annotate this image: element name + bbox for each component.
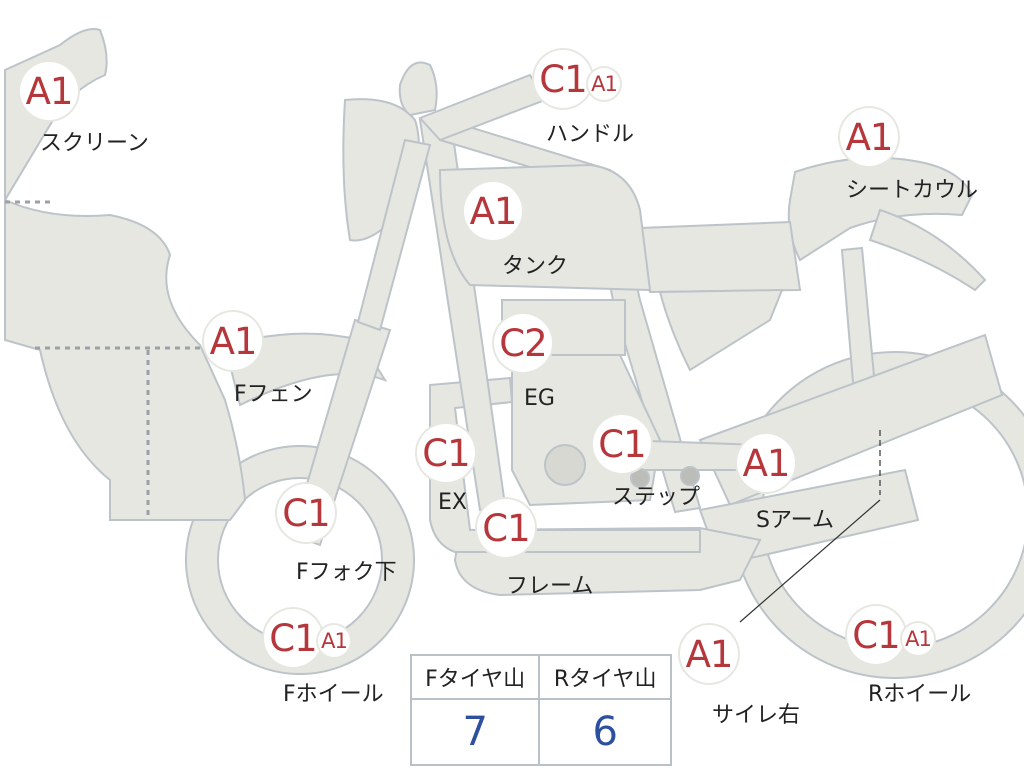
tail-fin [868, 208, 987, 292]
front-cowl-shape [4, 198, 247, 521]
part-label-screen: スクリーン [40, 131, 149, 156]
grade-badge-muffler: A1 [680, 625, 738, 683]
step-peg-2 [680, 466, 700, 486]
seat-shape [638, 220, 802, 294]
part-label-frame: フレーム [506, 574, 594, 599]
rear-tire-tread-value: 6 [538, 698, 672, 766]
grade-badge-fwheel-2: A1 [318, 625, 350, 657]
grade-badge-seatcowl: A1 [840, 108, 898, 166]
part-label-engine: EG [524, 386, 555, 411]
part-label-swingarm: Sアーム [756, 508, 834, 533]
part-label-fwheel: Fホイール [283, 682, 384, 707]
grade-badge-rwheel-2: A1 [902, 623, 934, 655]
grade-badge-step: C1 [593, 415, 651, 473]
part-label-ffork: Fフォク下 [296, 560, 397, 585]
front-tire-tread-value: 7 [409, 698, 541, 766]
grade-badge-swingarm: A1 [737, 434, 795, 492]
grade-badge-handle-1: C1 [534, 50, 592, 108]
part-label-ffender: Fフェン [234, 382, 313, 407]
grade-badge-fwheel-1: C1 [264, 609, 322, 667]
grade-badge-ffork: C1 [277, 484, 335, 542]
part-label-tank: タンク [502, 254, 569, 279]
part-label-step: ステップ [612, 485, 701, 510]
muffler-leader [739, 499, 881, 623]
part-label-rwheel: Rホイール [868, 682, 972, 707]
part-label-seatcowl: シートカウル [846, 178, 979, 203]
part-label-exhaust: EX [438, 490, 467, 515]
engine-cover [544, 444, 586, 486]
tire-tread-table: Fタイヤ山 Rタイヤ山 7 6 [409, 654, 672, 766]
step-peg-1 [630, 468, 650, 488]
exhaust-pipe [429, 376, 701, 553]
rear-tire-tread-header: Rタイヤ山 [538, 654, 672, 700]
grade-badge-handle-2: A1 [588, 68, 620, 100]
grade-badge-engine: C2 [494, 314, 552, 372]
grade-badge-frame: C1 [477, 499, 535, 557]
grade-badge-exhaust: C1 [417, 424, 475, 482]
part-label-muffler: サイレ右 [712, 703, 801, 728]
grade-badge-rwheel-1: C1 [847, 606, 905, 664]
grade-badge-tank: A1 [464, 182, 522, 240]
fork-tube [356, 138, 432, 332]
grade-badge-ffender: A1 [204, 312, 262, 370]
part-label-handle: ハンドル [546, 122, 635, 147]
mirror-shape [398, 61, 438, 117]
front-tire-tread-header: Fタイヤ山 [409, 654, 541, 700]
grade-badge-screen: A1 [20, 62, 78, 120]
side-panel [658, 288, 784, 372]
